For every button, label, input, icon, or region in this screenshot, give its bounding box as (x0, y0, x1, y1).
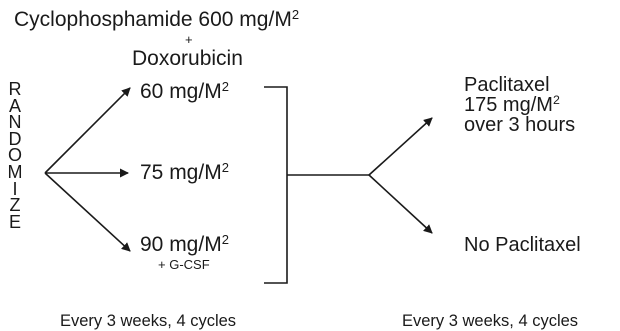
bracket (264, 86, 288, 284)
outcome-paclitaxel-superscript: 2 (552, 93, 560, 108)
randomize-letter: E (8, 211, 21, 232)
randomize-label: R A N D O M I Z E (6, 79, 24, 232)
outcome-paclitaxel-name: Paclitaxel (464, 74, 550, 96)
arrow-to-60 (44, 87, 131, 174)
randomize-letter: A (8, 95, 21, 116)
arm-90-superscript: 2 (221, 231, 229, 247)
arm-75-dose: 75 mg/M2 (140, 159, 229, 184)
randomize-letter: O (7, 145, 22, 166)
title-doxorubicin: Doxorubicin (132, 47, 243, 70)
arm-60-dose: 60 mg/M2 (140, 78, 229, 103)
arm-60-dose-text: 60 mg/M (140, 80, 222, 103)
arm-90-dose: 90 mg/M2 (140, 231, 229, 256)
outcome-paclitaxel-dose: 175 mg/M2 (464, 93, 560, 116)
title-superscript: 2 (291, 6, 300, 22)
arm-60-superscript: 2 (221, 78, 229, 94)
arm-90-dose-text: 90 mg/M (140, 233, 222, 256)
title-cyclophosphamide-text: Cyclophosphamide 600 mg/M (14, 8, 292, 31)
randomize-letter: I (12, 178, 18, 199)
randomize-letter: Z (9, 195, 21, 216)
randomize-letter: R (8, 79, 22, 99)
randomize-letter: N (8, 112, 22, 133)
outcome-paclitaxel-duration: over 3 hours (464, 114, 576, 136)
arm-75-superscript: 2 (221, 159, 229, 175)
arrow-to-no-paclitaxel (368, 174, 433, 234)
randomize-letter: D (8, 128, 22, 149)
schedule-right: Every 3 weeks, 4 cycles (402, 312, 579, 330)
schedule-left: Every 3 weeks, 4 cycles (60, 312, 237, 330)
randomize-letter: M (7, 161, 23, 182)
arm-75-dose-text: 75 mg/M (140, 161, 222, 184)
arm-90-gcsf-note: + G-CSF (158, 257, 210, 272)
outcome-no-paclitaxel: No Paclitaxel (464, 234, 581, 256)
arrow-to-paclitaxel (368, 117, 433, 176)
arrow-to-90 (44, 172, 131, 252)
title-cyclophosphamide: Cyclophosphamide 600 mg/M2 (14, 6, 300, 31)
title-plus: + (185, 32, 193, 47)
outcome-paclitaxel-dose-text: 175 mg/M (464, 94, 553, 116)
